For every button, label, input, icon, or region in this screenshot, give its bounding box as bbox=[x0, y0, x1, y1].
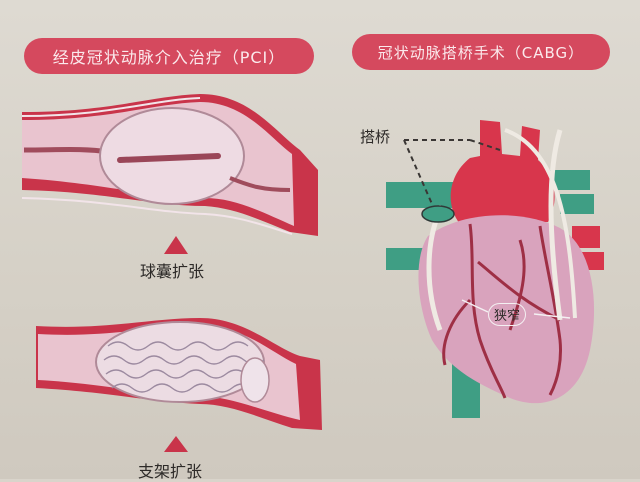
arrow-up-icon bbox=[164, 436, 188, 452]
stent-vessel bbox=[36, 318, 322, 430]
heart-illustration bbox=[386, 120, 604, 418]
bypass-label: 搭桥 bbox=[360, 128, 391, 146]
stenosis-label: 狭窄 bbox=[488, 303, 527, 326]
cabg-title: 冠状动脉搭桥手术（CABG） bbox=[352, 34, 610, 70]
balloon-label: 球囊扩张 bbox=[140, 262, 205, 281]
balloon-vessel bbox=[21, 94, 318, 236]
stent-label: 支架扩张 bbox=[138, 462, 203, 481]
arrow-up-icon bbox=[164, 236, 188, 254]
pci-title: 经皮冠状动脉介入治疗（PCI） bbox=[24, 38, 314, 74]
